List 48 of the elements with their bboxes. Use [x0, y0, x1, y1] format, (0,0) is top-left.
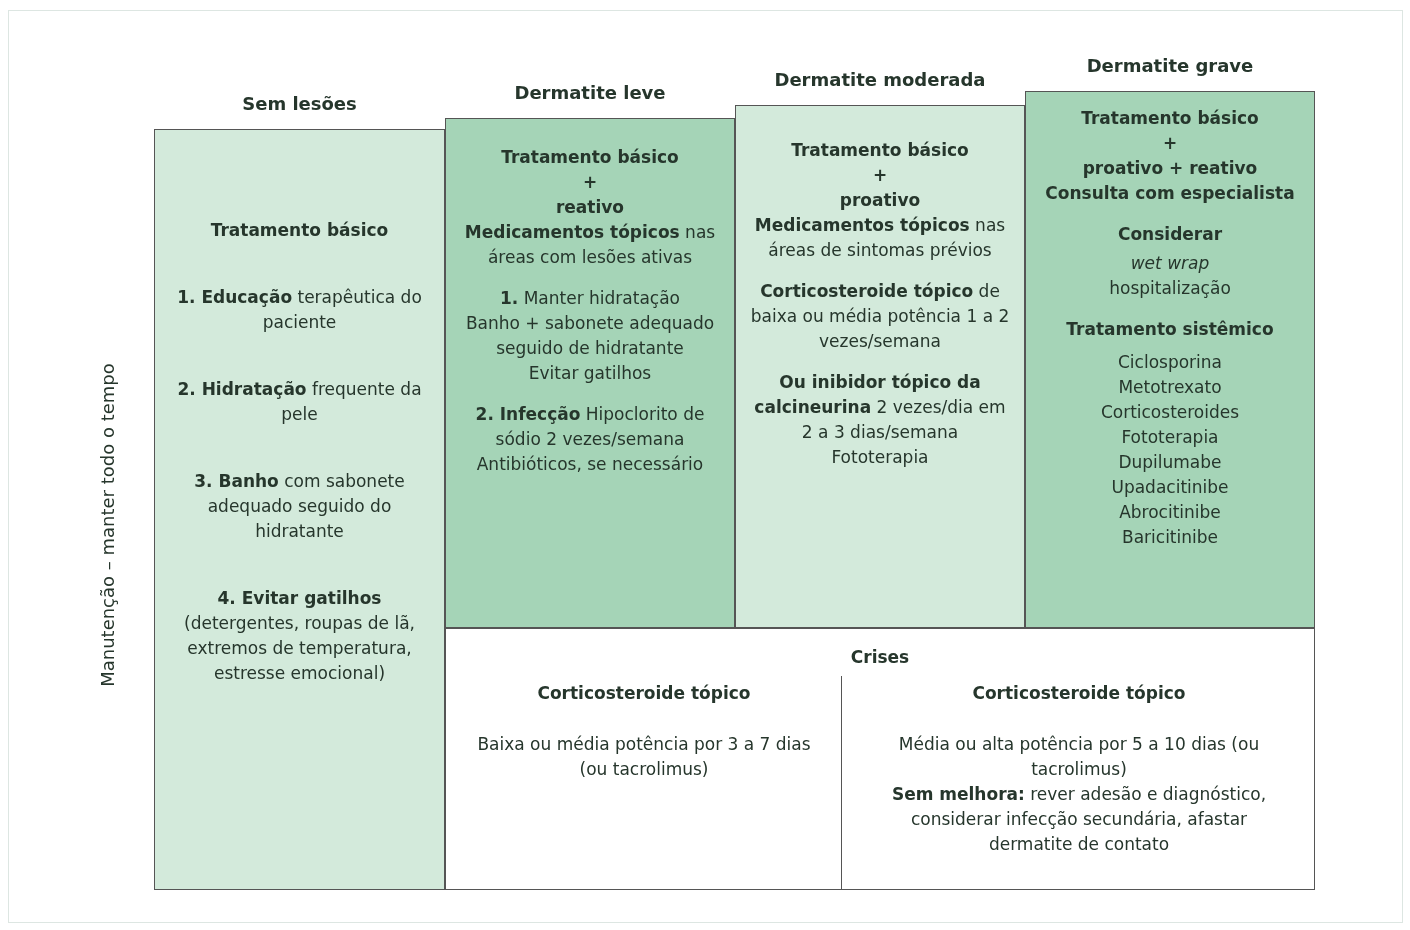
section-heading: Crises [849, 646, 911, 669]
treatment-text: hospitalização [1109, 277, 1231, 300]
treatment-text: Dupilumabe [1118, 451, 1222, 474]
treatment-text: Medicamentos tópicos nas áreas de sintomas prévios [753, 214, 1007, 262]
treatment-text: wet wrap [1130, 252, 1210, 275]
treatment-text: 1. Manter hidratação [500, 287, 680, 310]
treatment-text: Abrocitinibe [1119, 501, 1221, 524]
section-heading: Tratamento sistêmico [1066, 318, 1274, 341]
section-heading: + [582, 171, 598, 194]
section-heading: Corticosteroide tópico [537, 682, 751, 705]
column-heading: Dermatite moderada [773, 69, 987, 90]
section-heading: reativo [555, 196, 625, 219]
treatment-text: 4. Evitar gatilhos (detergentes, roupas de lã, extremos de temperatura, estresse emocional) [183, 587, 416, 685]
section-heading: proativo + reativo [1082, 157, 1258, 180]
treatment-text: Baixa ou média potência por 3 a 7 dias (ou tacrolimus) [476, 733, 812, 781]
treatment-text: 2. Infecção Hipoclorito de sódio 2 vezes/semana Antibióticos, se necessário [474, 403, 706, 476]
crisis-panel [445, 628, 1315, 890]
section-heading: Tratamento básico [210, 219, 389, 242]
section-heading: Tratamento básico [1081, 107, 1259, 130]
treatment-text: Fototerapia [831, 446, 929, 469]
treatment-text: Evitar gatilhos [528, 362, 652, 385]
section-heading: + [1162, 132, 1178, 155]
treatment-text: 1. Educação terapêutica do paciente [176, 286, 423, 334]
column-heading: Dermatite leve [513, 82, 667, 103]
treatment-text: Banho + sabonete adequado seguido de hidratante [464, 312, 716, 360]
section-heading: proativo [839, 189, 921, 212]
treatment-text: Fototerapia [1121, 426, 1219, 449]
section-heading: Considerar [1117, 223, 1223, 246]
section-heading: + [872, 164, 888, 187]
treatment-text: Upadacitinibe [1111, 476, 1229, 499]
treatment-text: Ou inibidor tópico da calcineurina 2 vezes/dia em 2 a 3 dias/semana [753, 371, 1007, 444]
treatment-text: 3. Banho com sabonete adequado seguido do hidratante [193, 470, 406, 543]
section-heading: Tratamento básico [791, 139, 969, 162]
treatment-text: Ciclosporina [1118, 351, 1222, 374]
treatment-text: Corticosteroides [1100, 401, 1240, 424]
treatment-text: Medicamentos tópicos nas áreas com lesões ativas [463, 221, 717, 269]
section-heading: Tratamento básico [501, 146, 679, 169]
treatment-text: Média ou alta potência por 5 a 10 dias (ou tacrolimus) [897, 733, 1261, 781]
treatment-text: Sem melhora: rever adesão e diagnóstico, considerar infecção secundária, afastar dermatite de contato [890, 783, 1268, 856]
section-heading: Corticosteroide tópico [972, 682, 1186, 705]
section-heading: Consulta com especialista [1045, 182, 1295, 205]
column-heading: Sem lesões [241, 93, 358, 114]
column-heading: Dermatite grave [1085, 55, 1255, 76]
treatment-text: 2. Hidratação frequente da pele [176, 378, 423, 426]
axis-label: Manutenção – manter todo o tempo [96, 363, 118, 687]
treatment-text: Baricitinibe [1122, 526, 1218, 549]
treatment-text: Corticosteroide tópico de baixa ou média potência 1 a 2 vezes/semana [750, 280, 1010, 353]
treatment-text: Metotrexato [1118, 376, 1222, 399]
